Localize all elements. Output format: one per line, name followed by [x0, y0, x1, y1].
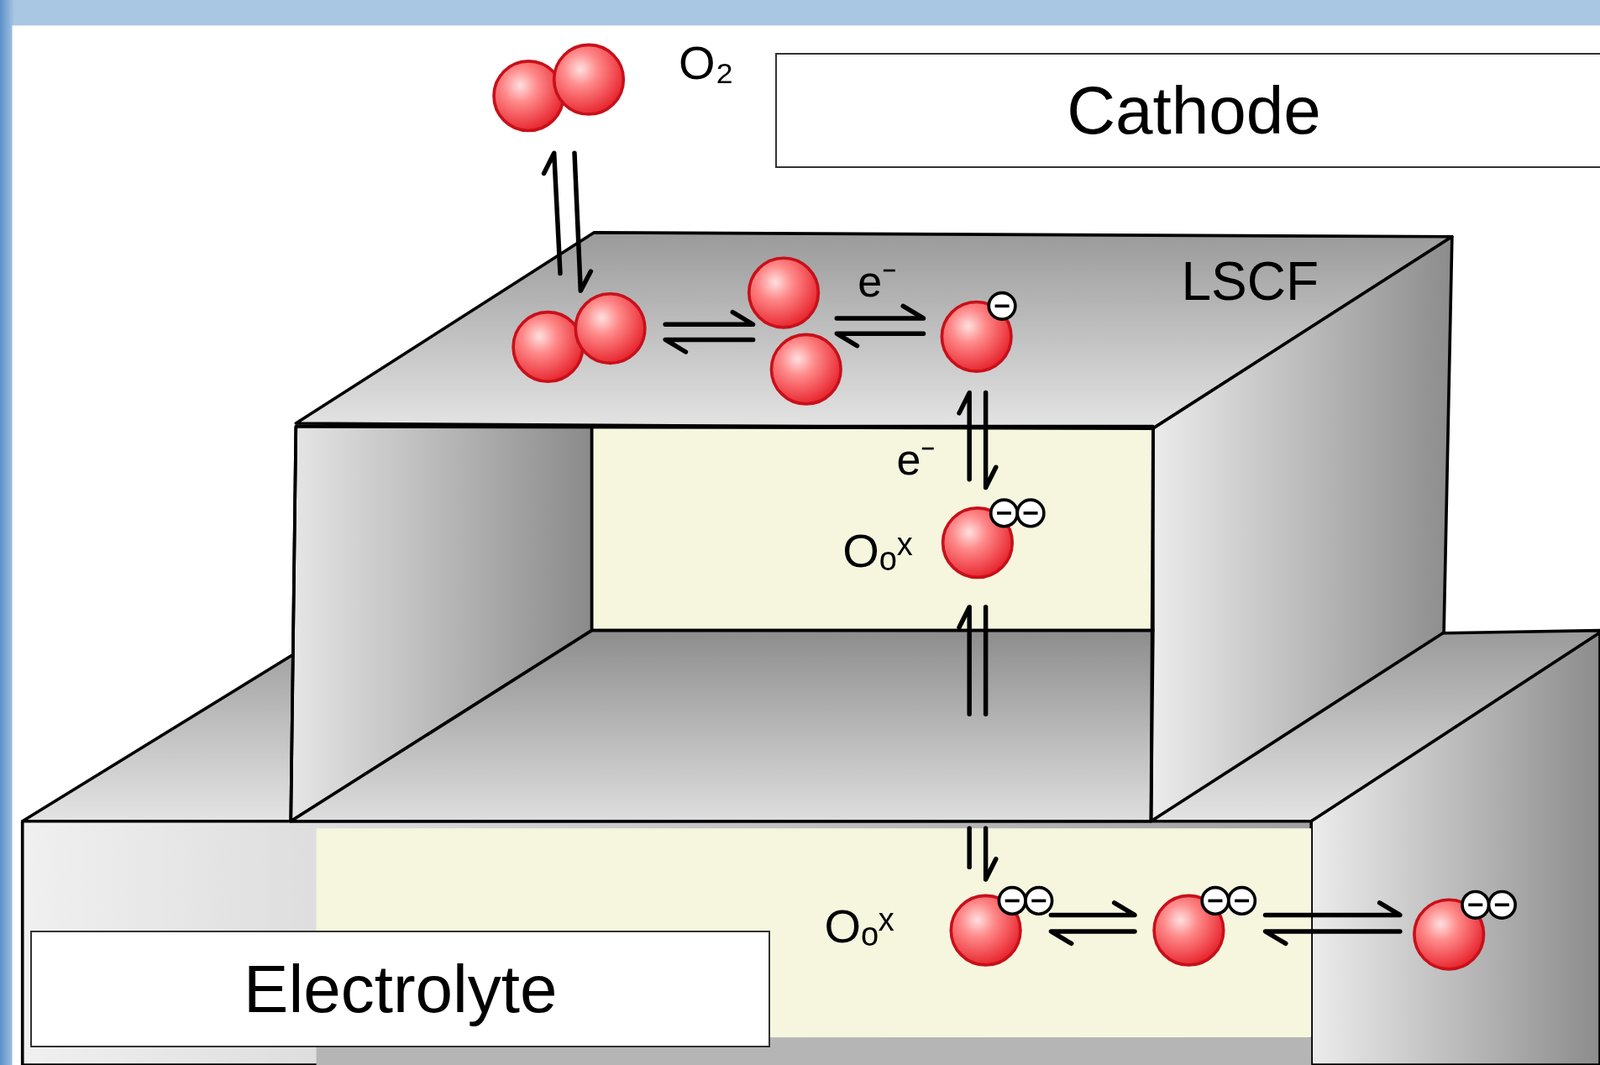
electron-label: e⁻: [897, 437, 937, 482]
material-label: LSCF: [1180, 254, 1319, 309]
electron-label: e⁻: [857, 259, 898, 304]
title-box: Electrolyte: [30, 930, 771, 1049]
gas-label: O₂: [678, 39, 734, 87]
box-title: Cathode: [1066, 73, 1321, 148]
site-notation: Oₒˣ: [823, 902, 894, 950]
site-notation: Oₒˣ: [842, 527, 913, 575]
box-title: Electrolyte: [243, 952, 557, 1027]
title-box: Cathode: [775, 52, 1600, 168]
